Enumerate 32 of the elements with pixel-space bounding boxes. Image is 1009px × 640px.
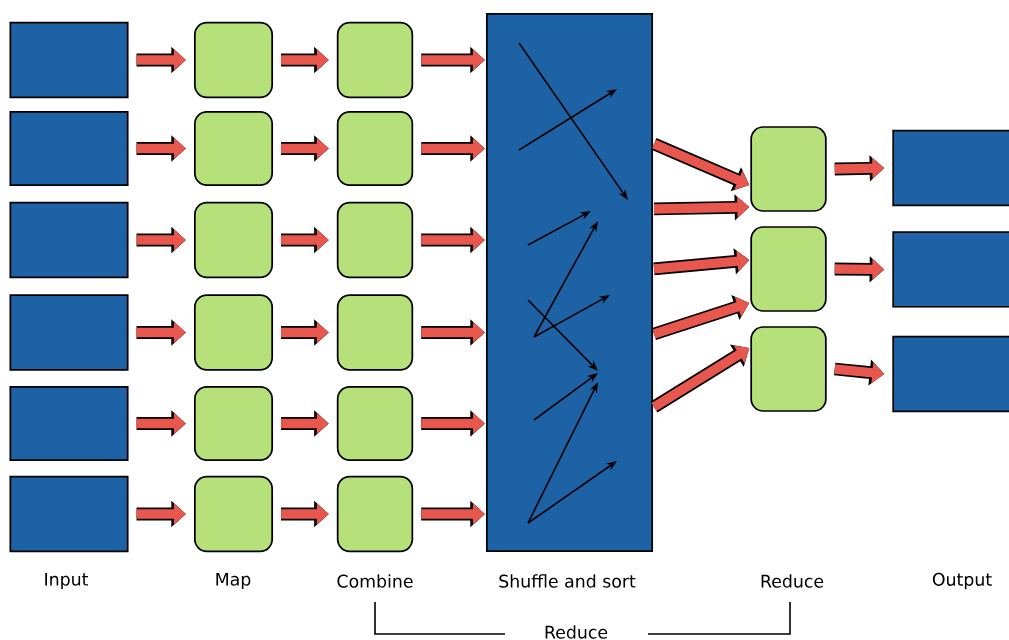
data-box <box>9 21 129 99</box>
process-box <box>193 21 274 99</box>
data-box <box>892 129 1009 207</box>
column-label: Map <box>216 572 251 590</box>
bracket-label: Reduce <box>545 625 608 639</box>
process-box <box>193 110 274 187</box>
process-box <box>193 294 274 371</box>
process-box <box>193 201 274 279</box>
column-label: Combine <box>337 574 413 588</box>
process-box <box>750 126 827 212</box>
column-label: Shuffle and sort <box>499 574 636 588</box>
process-box <box>193 385 274 462</box>
process-box <box>336 294 414 371</box>
data-box <box>892 335 1009 413</box>
process-box <box>336 110 414 187</box>
process-box <box>336 21 414 99</box>
data-box <box>9 110 129 187</box>
data-box <box>485 12 654 553</box>
process-box <box>750 326 827 412</box>
column-label: Input <box>45 572 89 590</box>
data-box <box>9 385 129 462</box>
column-label: Output <box>932 572 992 590</box>
process-box <box>750 226 827 312</box>
data-box <box>892 231 1009 308</box>
process-box <box>336 201 414 279</box>
process-box <box>336 385 414 462</box>
process-box <box>336 475 414 553</box>
data-box <box>9 201 129 279</box>
process-box <box>193 475 274 553</box>
data-box <box>9 475 129 553</box>
data-box <box>9 294 129 371</box>
column-label: Reduce <box>761 574 824 588</box>
